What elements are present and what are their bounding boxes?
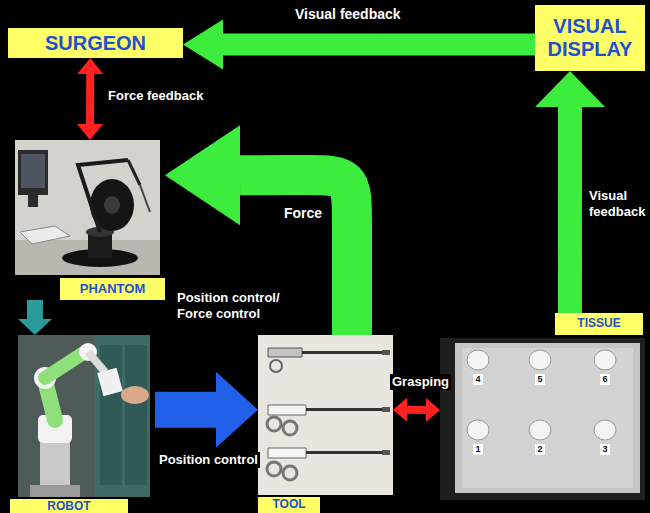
arrow-shaft: [86, 74, 94, 124]
node-title: TOOL: [272, 498, 305, 512]
tool-photo: [258, 335, 393, 495]
edge-label: Position control/ Force control: [175, 290, 304, 321]
arrow-head: [393, 398, 407, 422]
flow-arrow: [393, 398, 440, 422]
device-node: ROBOT: [10, 335, 155, 513]
arrow-head: [426, 398, 440, 422]
label-box: TISSUE: [555, 313, 643, 335]
node-title: TISSUE: [577, 317, 620, 331]
device-node: PHANTOM: [15, 140, 165, 300]
flow-arrow: [183, 20, 535, 70]
flow-arrow: [18, 300, 52, 335]
tissue-photo: [440, 338, 645, 500]
node-title: VISUAL DISPLAY: [541, 15, 639, 61]
callout-number: 2: [535, 444, 545, 455]
arrow-shaft: [223, 34, 535, 56]
device-node: TISSUE: [440, 313, 645, 500]
device-node: TOOL: [258, 335, 393, 513]
callout-number: 4: [473, 374, 483, 385]
arrow-shaft: [407, 406, 426, 414]
flow-arrow: [77, 58, 103, 140]
edge-label: Position control: [157, 452, 260, 468]
node-title: SURGEON: [45, 32, 146, 55]
edge-label: Visual feedback: [587, 188, 650, 219]
label-box: PHANTOM: [60, 278, 165, 300]
arrow-head: [165, 125, 240, 225]
arrow-head: [77, 124, 103, 140]
callout-number: 6: [600, 374, 610, 385]
callout-number: 1: [473, 444, 483, 455]
edge-label: Force: [282, 205, 324, 222]
arrow-shaft: [27, 300, 43, 319]
label-box: TOOL: [258, 497, 320, 513]
node-title: ROBOT: [47, 500, 90, 513]
arrow-shaft: [155, 392, 216, 428]
robot-photo: [18, 335, 150, 497]
arrow-shaft: [558, 107, 582, 313]
arrow-head: [535, 71, 605, 107]
phantom-photo: [15, 140, 160, 275]
label-box: ROBOT: [10, 499, 128, 513]
display-box: VISUAL DISPLAY: [535, 5, 645, 71]
flow-arrow: [165, 125, 352, 335]
edge-label: Force feedback: [106, 88, 205, 104]
edge-label: Visual feedback: [293, 6, 403, 23]
actor-box: SURGEON: [8, 28, 183, 58]
callout-number: 5: [535, 374, 545, 385]
arrow-head: [18, 319, 52, 335]
arrow-head: [77, 58, 103, 74]
callout-number: 3: [600, 444, 610, 455]
arrow-head: [183, 20, 223, 70]
arrow-head: [216, 372, 258, 448]
flow-arrow: [155, 372, 258, 448]
node-title: PHANTOM: [80, 282, 145, 297]
edge-label: Grasping: [390, 374, 451, 390]
